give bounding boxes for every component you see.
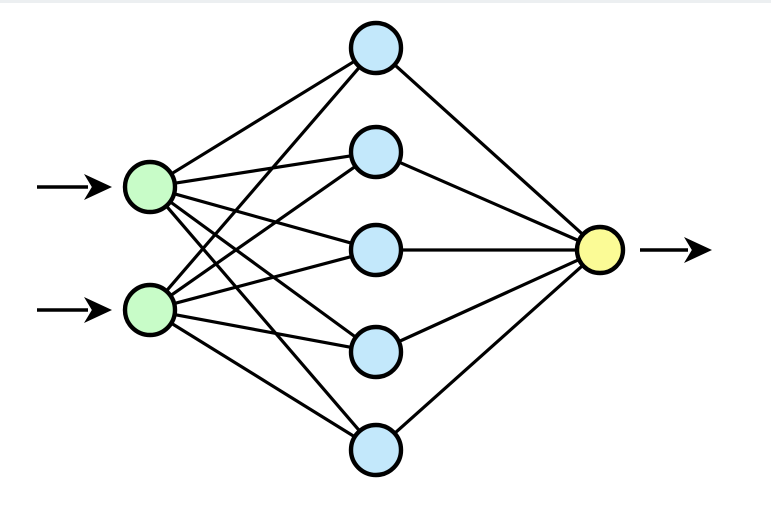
arrows-group bbox=[37, 174, 712, 323]
input-arrow-top bbox=[37, 174, 112, 200]
node-h2-hidden[interactable] bbox=[348, 124, 404, 180]
edge-i1-h4 bbox=[168, 199, 358, 340]
edge-i2-h1 bbox=[164, 64, 362, 294]
edge-h5-o1 bbox=[392, 263, 586, 436]
edge-i2-h5 bbox=[169, 321, 357, 439]
edge-i1-h3 bbox=[172, 191, 354, 246]
node-h3-hidden[interactable] bbox=[348, 222, 404, 278]
edge-i1-h1 bbox=[169, 58, 357, 177]
output-arrow-head bbox=[684, 237, 712, 263]
node-h5-hidden[interactable] bbox=[348, 422, 404, 478]
output-arrow bbox=[640, 237, 712, 263]
node-i1-input[interactable] bbox=[122, 159, 178, 215]
edges-group bbox=[164, 58, 586, 439]
node-i2-input[interactable] bbox=[122, 282, 178, 338]
edge-i2-h4 bbox=[172, 312, 354, 350]
input-arrow-top-head bbox=[84, 174, 112, 200]
edge-i2-h3 bbox=[172, 254, 354, 306]
edge-h2-o1 bbox=[396, 159, 581, 243]
edge-h1-o1 bbox=[392, 62, 586, 237]
node-h4-hidden[interactable] bbox=[348, 324, 404, 380]
edge-i1-h5 bbox=[164, 203, 362, 434]
top-edge-strip bbox=[0, 0, 771, 3]
edge-i1-h2 bbox=[172, 154, 354, 185]
nodes-group bbox=[122, 20, 626, 478]
edge-i2-h2 bbox=[168, 164, 358, 298]
edge-h4-o1 bbox=[396, 257, 582, 344]
node-h1-hidden[interactable] bbox=[348, 20, 404, 76]
node-o1-output[interactable] bbox=[574, 224, 626, 276]
input-arrow-bottom bbox=[37, 297, 112, 323]
input-arrow-bottom-head bbox=[84, 297, 112, 323]
